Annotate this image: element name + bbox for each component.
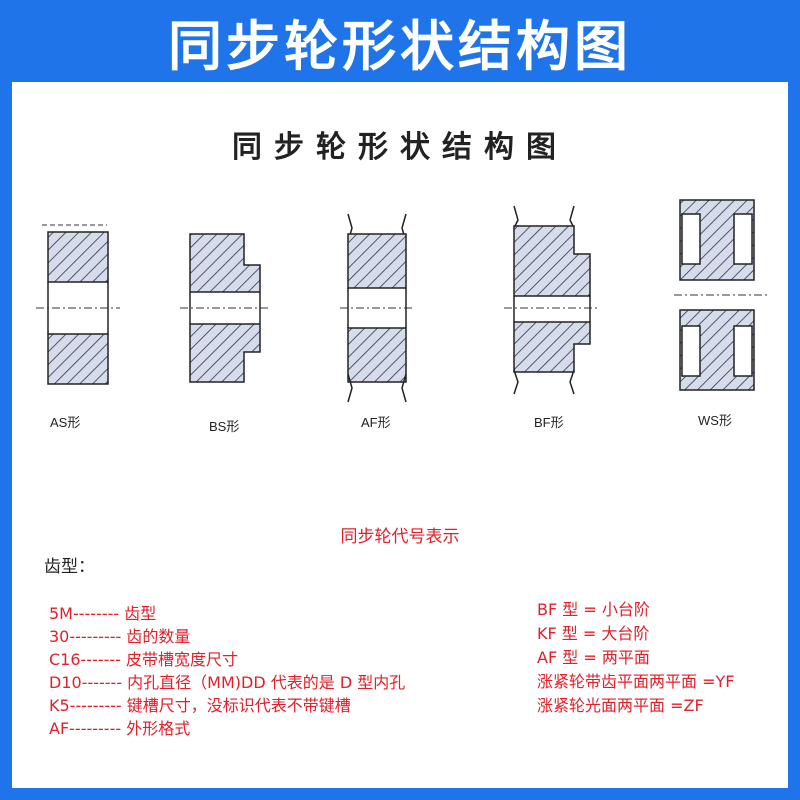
bf-upper-section [513,225,591,297]
af-bottom-right-flange [401,373,407,403]
banner-title: 同步轮形状结构图 [168,14,632,78]
type-line: BF 型 = 小台阶 [537,600,650,619]
bf-shape-drawing [504,205,600,395]
ws-label: WS形 [698,413,732,428]
pulley-diagrams [36,199,768,403]
bs-label: BS形 [209,419,240,434]
content-panel: 同步轮形状结构图 [12,82,788,788]
code-line: 30--------- 齿的数量 [49,627,191,646]
teeth-type-label: 齿型： [44,557,95,577]
bs-shape-drawing [180,233,270,383]
as-upper-section [47,231,109,283]
shape-type-list: BF 型 = 小台阶 KF 型 = 大台阶 AF 型 = 两平面 涨紧轮带齿平面… [537,598,734,718]
diagram-title: 同步轮形状结构图 [232,130,568,165]
ws-upper-right-recess [733,213,753,265]
bf-top-left-flange [513,205,519,229]
ws-lower-right-recess [733,325,753,377]
code-section-title: 同步轮代号表示 [340,527,460,547]
af-label: AF形 [361,415,391,430]
type-line: 涨紧轮带齿平面两平面 =YF [537,672,735,691]
type-line: KF 型 = 大台阶 [537,624,650,643]
af-shape-drawing [340,213,414,403]
as-label: AS形 [50,415,81,430]
code-line: 5M-------- 齿型 [49,604,157,623]
bf-bottom-left-flange [513,369,519,395]
ws-lower-left-recess [681,325,701,377]
bs-upper-section [189,233,261,293]
af-bottom-left-flange [347,373,353,403]
bf-label: BF形 [534,415,564,430]
bf-top-right-flange [569,205,575,229]
type-line: 涨紧轮光面两平面 =ZF [537,696,704,715]
as-lower-section [47,333,109,385]
code-line: K5--------- 键槽尺寸，没标识代表不带键槽 [49,696,351,715]
code-list: 5M-------- 齿型 30--------- 齿的数量 C16------… [49,602,405,740]
bf-lower-section [513,321,591,373]
banner: 同步轮形状结构图 [0,0,800,82]
af-upper-section [347,233,407,289]
code-line: C16------- 皮带槽宽度尺寸 [49,650,239,669]
type-line: AF 型 = 两平面 [537,648,650,667]
bs-lower-section [189,323,261,383]
bf-bottom-right-flange [569,369,575,395]
ws-shape-drawing [674,199,768,391]
code-line: AF--------- 外形格式 [49,719,191,738]
as-shape-drawing [36,224,120,385]
code-line: D10------- 内孔直径（MM)DD 代表的是 D 型内孔 [49,673,406,692]
af-lower-section [347,327,407,383]
ws-upper-left-recess [681,213,701,265]
